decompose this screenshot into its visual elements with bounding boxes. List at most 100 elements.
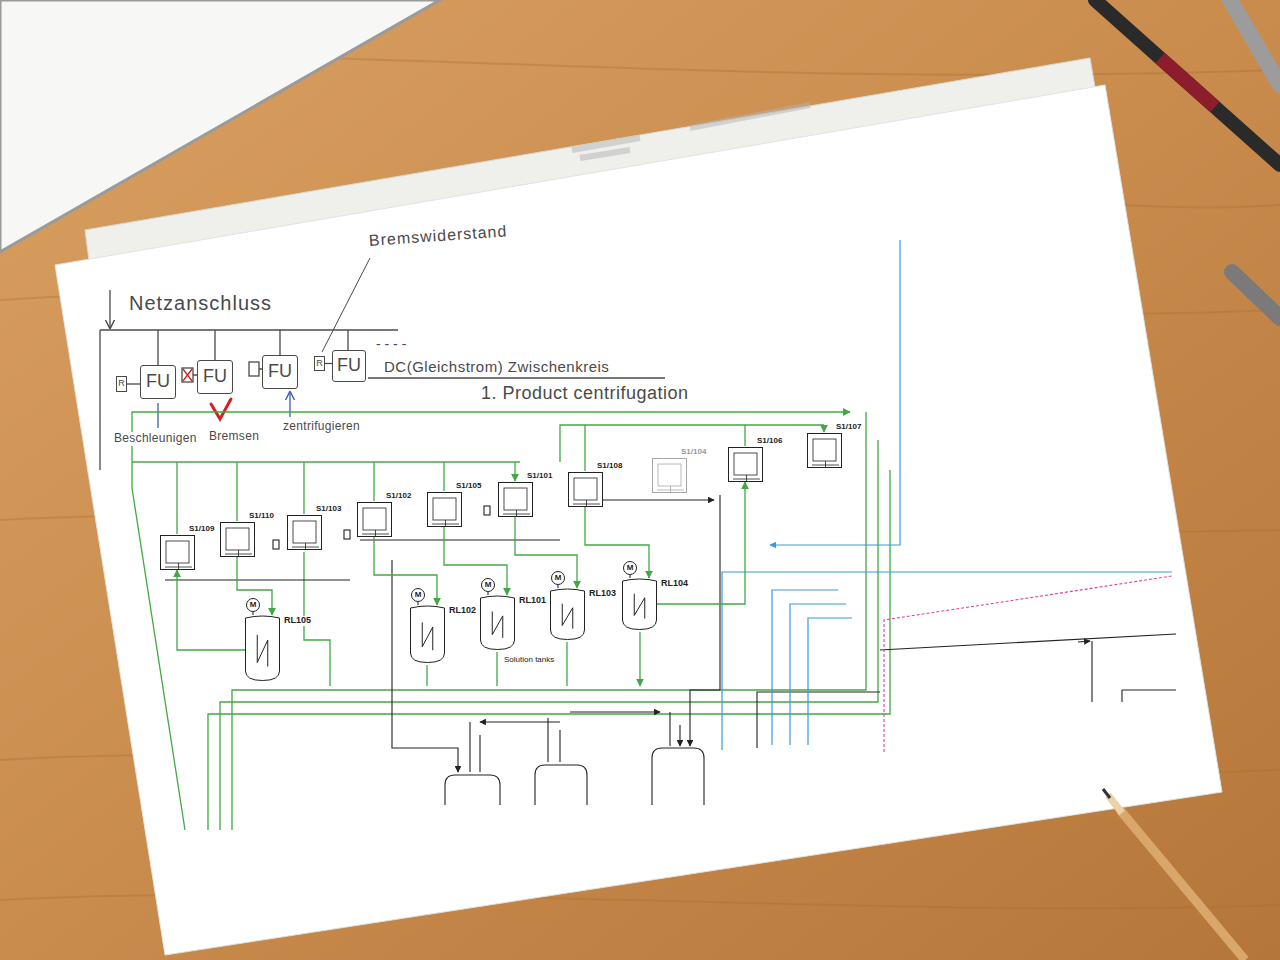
tag-label: RL105	[283, 616, 312, 626]
centrifuge-base	[812, 461, 839, 467]
mode-label: Beschleunigen	[113, 432, 198, 446]
flow-connector	[444, 527, 507, 595]
centrifuge-base	[225, 550, 252, 556]
node-text: R	[316, 359, 323, 369]
centrifuge-box: S1/107	[807, 433, 842, 468]
shape-outline	[550, 588, 585, 640]
centrifuge-drum	[574, 478, 597, 500]
motor-circle	[482, 579, 495, 592]
tank-body	[481, 596, 515, 650]
inverter-box: FU	[332, 350, 366, 382]
fill-arrow	[470, 712, 680, 772]
node-text: M	[555, 574, 562, 583]
green-line	[220, 440, 878, 830]
dashed-line	[884, 576, 1172, 752]
callout-note: Bremswiderstand	[367, 222, 509, 250]
blue-line	[790, 604, 846, 745]
flow-connector	[487, 592, 488, 595]
flow-connector	[127, 383, 140, 384]
shape-outline	[480, 595, 515, 650]
pencil	[1120, 810, 1245, 960]
sketch-line	[99, 330, 100, 470]
pen	[1230, 0, 1280, 85]
resistor-box: R	[116, 376, 127, 392]
product-line	[392, 560, 458, 772]
node-text: M	[485, 581, 492, 590]
centrifuge-box: S1/105	[427, 492, 462, 527]
collection-tank	[445, 775, 500, 805]
node-text: R	[118, 379, 125, 389]
centrifuge-base	[432, 520, 459, 526]
inverter-box: FU	[197, 360, 233, 394]
flow-connector	[557, 585, 558, 588]
centrifuge-box: S1/101	[498, 482, 533, 517]
tag-label: S1/101	[526, 472, 553, 481]
shape-outline	[221, 523, 256, 558]
resistor-box	[182, 368, 193, 382]
tag-label: S1/108	[596, 462, 623, 471]
pencil-lead	[1103, 789, 1110, 798]
tag-label: S1/107	[835, 423, 862, 432]
centrifuge-base	[657, 486, 684, 492]
tag-label: RL102	[448, 606, 477, 616]
tag-label: S1/109	[188, 525, 215, 534]
solution-tank: RL105	[245, 615, 280, 681]
mode-label: Bremsen	[208, 430, 260, 444]
shape-outline	[161, 536, 196, 571]
centrifuge-box: S1/103	[287, 515, 322, 550]
agitator-symbol	[422, 622, 433, 650]
agitator-symbol	[634, 594, 645, 619]
green-line	[232, 412, 866, 830]
valve-symbol	[484, 506, 490, 515]
green-line	[208, 470, 890, 830]
group-label: Solution tanks	[503, 655, 555, 664]
green-drop	[585, 425, 824, 471]
flow-connector	[325, 363, 332, 364]
centrifuge-box: S1/106	[728, 447, 763, 482]
resistor-box	[249, 362, 259, 376]
tag-label: RL101	[518, 596, 547, 606]
solution-tank: RL101	[480, 595, 515, 650]
motor-symbol: M	[411, 588, 425, 602]
centrifuge-drum	[226, 528, 249, 550]
motor-symbol: M	[246, 598, 260, 612]
dc-link-line	[368, 377, 665, 378]
centrifuge-drum	[504, 488, 527, 510]
centrifuge-drum	[734, 453, 757, 475]
tank-body	[246, 616, 280, 681]
flow-connector	[417, 602, 418, 605]
green-header	[132, 461, 520, 462]
centrifuge-base	[573, 500, 600, 506]
centrifuge-drum	[293, 521, 316, 543]
shape-outline	[410, 605, 445, 663]
green-header	[560, 425, 824, 462]
blue-line	[722, 572, 1172, 750]
collection-tank	[535, 765, 587, 805]
centrifuge-drum	[433, 498, 456, 520]
centrifuge-base	[292, 543, 319, 549]
centrifuge-drum	[813, 439, 836, 461]
blue-line	[808, 618, 852, 745]
tag-label: S1/110	[248, 512, 275, 521]
collection-tank	[652, 748, 704, 805]
valve-symbol	[344, 530, 350, 539]
mains-bus	[100, 329, 398, 330]
leader-line	[322, 258, 370, 352]
centrifuge-drum	[363, 508, 386, 530]
blue-line	[772, 590, 838, 745]
black-line	[1092, 641, 1176, 702]
motor-circle	[247, 599, 260, 612]
resistor-box: R	[314, 356, 325, 371]
centrifuge-drum	[658, 464, 681, 486]
green-drop	[427, 632, 640, 686]
blue-line	[770, 240, 900, 545]
motor-symbol: M	[623, 561, 637, 575]
flow-connector	[515, 517, 577, 588]
centrifuge-box: S1/109	[160, 535, 195, 570]
centrifuge-box: S1/102	[357, 502, 392, 537]
node-text: FU	[337, 356, 361, 376]
tank-body	[623, 579, 657, 630]
